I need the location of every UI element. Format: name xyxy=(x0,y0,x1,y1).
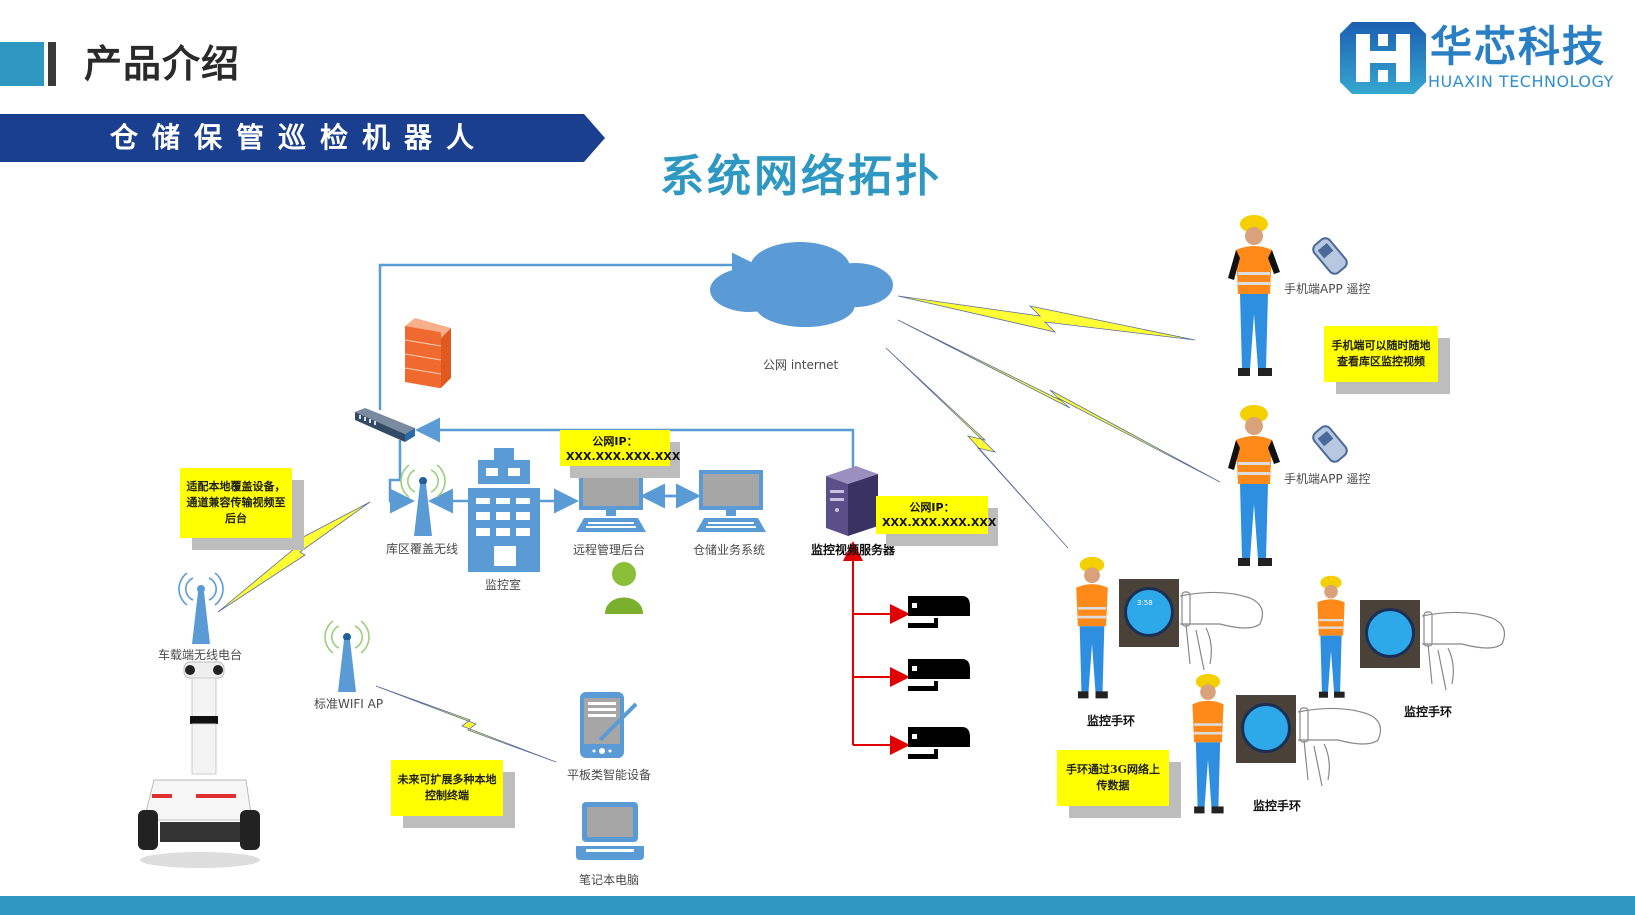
note-public-ip-admin: 公网IP： XXX.XXX.XXX.XXX xyxy=(560,430,681,466)
node-label-warehouse-system: 仓储业务系统 xyxy=(693,543,766,557)
public-ip-value: XXX.XXX.XXX.XXX xyxy=(566,450,681,463)
tablet-device-icon xyxy=(580,692,638,758)
note-wristband-3g: 手环通过3G网络上传数据 xyxy=(1057,750,1169,806)
logo-name-cn: 华芯科技 xyxy=(1430,22,1607,71)
note-public-ip-server: 公网IP： XXX.XXX.XXX.XXX xyxy=(876,496,997,534)
laptop-icon xyxy=(576,802,644,860)
monitor-room-building-icon xyxy=(468,448,540,572)
video-server-icon xyxy=(826,466,878,536)
link-switch-internet xyxy=(378,252,757,410)
link-switch-wireless xyxy=(388,440,415,514)
public-ip-label: 公网IP： xyxy=(909,501,955,514)
note-local-coverage: 适配本地覆盖设备，通道兼容传输视频至后台 xyxy=(180,468,292,538)
smartwatch-photo-3 xyxy=(1236,695,1296,763)
vehicle-radio-tower-icon xyxy=(178,572,224,644)
camera-links xyxy=(843,541,910,755)
watch-time: 3:58 xyxy=(1137,599,1153,607)
worker-figure-3 xyxy=(1076,556,1108,699)
firewall-icon xyxy=(405,318,451,388)
network-switch-icon xyxy=(355,408,415,442)
public-ip-label: 公网IP： xyxy=(592,435,638,448)
wireless-bolt-robot xyxy=(217,501,371,613)
node-label-monitor-room: 监控室 xyxy=(485,578,522,592)
wrist-hand-sketch-2 xyxy=(1422,611,1505,691)
node-label-remote-admin: 远程管理后台 xyxy=(573,543,646,557)
worker-figure-1 xyxy=(1228,215,1280,376)
h-logo-icon xyxy=(1340,22,1426,94)
logo-name-en: HUAXIN TECHNOLOGY xyxy=(1428,72,1614,91)
node-label-mobile-app-1: 手机端APP 遥控 xyxy=(1284,282,1371,296)
node-label-laptop: 笔记本电脑 xyxy=(579,873,640,887)
mobile-phone-icon-1 xyxy=(1312,237,1348,275)
wifi-ap-tower-icon xyxy=(324,620,370,692)
node-label-video-server: 监控视频服务器 xyxy=(811,543,896,557)
note-future-terminals: 未来可扩展多种本地控制终端 xyxy=(391,760,503,816)
node-label-mobile-app-2: 手机端APP 遥控 xyxy=(1284,472,1371,486)
public-ip-value: XXX.XXX.XXX.XXX xyxy=(882,516,997,529)
worker-figure-4 xyxy=(1317,575,1345,698)
node-label-wristband-3: 监控手环 xyxy=(1253,799,1302,813)
wireless-bolt-tablet xyxy=(375,685,557,763)
remote-admin-computer-icon xyxy=(576,470,646,532)
node-label-tablet: 平板类智能设备 xyxy=(567,768,652,782)
camera-icon-1 xyxy=(908,596,970,628)
camera-icon-3 xyxy=(908,727,970,759)
smartwatch-photo-2 xyxy=(1360,600,1420,668)
section-title: 产品介绍 xyxy=(84,42,241,86)
diagram-title: 系统网络拓扑 xyxy=(660,151,942,202)
wireless-bolt-mobile-2 xyxy=(897,319,1221,483)
banner-title: 仓储保管巡检机器人 xyxy=(110,121,489,154)
node-label-wristband-1: 监控手环 xyxy=(1087,714,1136,728)
header-divider-bar xyxy=(48,42,56,86)
admin-user-icon xyxy=(605,562,643,614)
note-mobile-view: 手机端可以随时随地查看库区监控视频 xyxy=(1324,326,1438,382)
node-label-internet: 公网 internet xyxy=(763,358,839,372)
node-label-wristband-2: 监控手环 xyxy=(1404,705,1453,719)
node-label-vehicle-radio: 车载端无线电台 xyxy=(158,648,243,662)
node-label-wireless-coverage: 库区覆盖无线 xyxy=(386,542,459,556)
banner-ribbon xyxy=(0,114,605,162)
worker-figure-2 xyxy=(1228,405,1280,566)
wireless-bolt-wristband xyxy=(885,347,1069,549)
smartwatch-photo-1: 3:58 xyxy=(1119,579,1179,647)
footer-bar xyxy=(0,896,1635,915)
inspection-robot-image xyxy=(138,661,260,868)
camera-icon-2 xyxy=(908,659,970,691)
worker-figure-5 xyxy=(1192,673,1224,814)
warehouse-system-computer-icon xyxy=(696,470,766,532)
wireless-tower-icon xyxy=(400,464,446,536)
node-label-wifi-ap: 标准WIFI AP xyxy=(314,697,384,711)
wireless-bolt-mobile-1 xyxy=(897,295,1196,341)
header-accent-block xyxy=(0,42,44,86)
wrist-hand-sketch-3 xyxy=(1298,707,1381,787)
internet-cloud-icon xyxy=(710,242,893,327)
wrist-hand-sketch-1 xyxy=(1180,591,1263,671)
mobile-phone-icon-2 xyxy=(1312,425,1348,463)
